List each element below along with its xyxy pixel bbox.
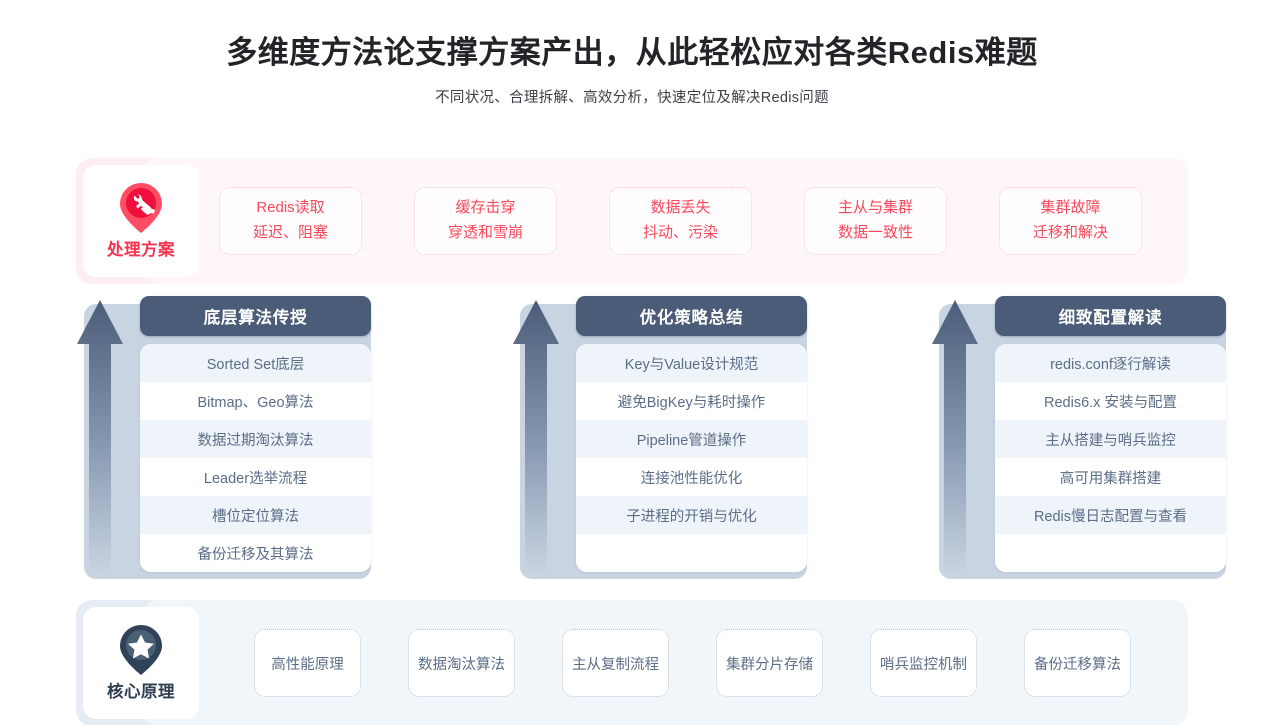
- solution-chip-row: Redis读取延迟、阻塞缓存击穿穿透和雪崩数据丢失抖动、污染主从与集群数据一致性…: [219, 158, 1264, 284]
- chip-line-2: 迁移和解决: [1032, 224, 1108, 241]
- solution-band: 处理方案 Redis读取延迟、阻塞缓存击穿穿透和雪崩数据丢失抖动、污染主从与集群…: [76, 158, 1188, 284]
- chip-line-1: 集群故障: [1040, 199, 1101, 217]
- column-row[interactable]: 避免BigKey与耗时操作: [576, 382, 807, 420]
- solution-chip-4[interactable]: 集群故障迁移和解决: [999, 187, 1142, 255]
- chip-line-2: 穿透和雪崩: [447, 224, 523, 241]
- up-arrow-icon: [76, 296, 124, 579]
- solution-chip-1[interactable]: 缓存击穿穿透和雪崩: [414, 187, 557, 255]
- page-subtitle: 不同状况、合理拆解、高效分析，快速定位及解决Redis问题: [435, 89, 829, 106]
- solution-chip-2[interactable]: 数据丢失抖动、污染: [609, 187, 752, 255]
- solution-badge-label: 处理方案: [107, 241, 175, 259]
- principle-band: 核心原理 高性能原理 数据淘汰算法 主从复制流程 集群分片存储 哨兵监控机制 备份迁移算法: [76, 600, 1188, 725]
- column-header: 底层算法传授: [140, 296, 371, 336]
- column-header: 优化策略总结: [576, 296, 807, 336]
- column-row[interactable]: 备份迁移及其算法: [140, 534, 371, 572]
- principle-badge-label: 核心原理: [107, 683, 175, 701]
- chip-line-1: 备份迁移算法: [1034, 656, 1121, 673]
- chip-line-1: 数据丢失: [650, 199, 711, 217]
- principle-chip-3[interactable]: 集群分片存储: [716, 629, 823, 697]
- up-arrow-icon: [512, 296, 560, 579]
- title-block: 多维度方法论支撑方案产出，从此轻松应对各类Redis难题 不同状况、合理拆解、高…: [0, 34, 1264, 107]
- principle-chip-4[interactable]: 哨兵监控机制: [870, 629, 977, 697]
- column-row-empty: [995, 534, 1226, 572]
- column-row[interactable]: Bitmap、Geo算法: [140, 382, 371, 420]
- principle-chip-0[interactable]: 高性能原理: [254, 629, 361, 697]
- chip-line-1: 高性能原理: [271, 656, 344, 673]
- principle-chip-1[interactable]: 数据淘汰算法: [408, 629, 515, 697]
- column-row[interactable]: 高可用集群搭建: [995, 458, 1226, 496]
- principle-chip-row: 高性能原理 数据淘汰算法 主从复制流程 集群分片存储 哨兵监控机制 备份迁移算法: [254, 600, 1264, 725]
- up-arrow-icon: [931, 296, 979, 579]
- principle-chip-2[interactable]: 主从复制流程: [562, 629, 669, 697]
- column-row[interactable]: 槽位定位算法: [140, 496, 371, 534]
- column-row[interactable]: 主从搭建与哨兵监控: [995, 420, 1226, 458]
- column-row[interactable]: Pipeline管道操作: [576, 420, 807, 458]
- column-row[interactable]: Leader选举流程: [140, 458, 371, 496]
- column-row[interactable]: 子进程的开销与优化: [576, 496, 807, 534]
- column-row[interactable]: Sorted Set底层: [140, 344, 371, 382]
- page-title: 多维度方法论支撑方案产出，从此轻松应对各类Redis难题: [226, 35, 1038, 70]
- chip-line-1: 缓存击穿: [455, 199, 516, 217]
- column-header: 细致配置解读: [995, 296, 1226, 336]
- column-row[interactable]: Redis慢日志配置与查看: [995, 496, 1226, 534]
- chip-line-1: 集群分片存储: [726, 656, 813, 673]
- star-pin-icon: [117, 624, 165, 676]
- solution-badge[interactable]: 处理方案: [83, 165, 199, 277]
- column-row-empty: [576, 534, 807, 572]
- principle-chip-5[interactable]: 备份迁移算法: [1024, 629, 1131, 697]
- chip-line-2: 抖动、污染: [642, 224, 718, 241]
- chip-line-1: Redis读取: [256, 199, 325, 217]
- principle-badge[interactable]: 核心原理: [83, 607, 199, 719]
- chip-line-2: 延迟、阻塞: [252, 224, 328, 241]
- chip-line-1: 主从复制流程: [572, 656, 659, 673]
- column-row[interactable]: Redis6.x 安装与配置: [995, 382, 1226, 420]
- tools-pin-icon: [117, 182, 165, 234]
- chip-line-1: 主从与集群: [837, 199, 913, 217]
- solution-chip-0[interactable]: Redis读取延迟、阻塞: [219, 187, 362, 255]
- chip-line-1: 哨兵监控机制: [880, 656, 967, 673]
- column-row[interactable]: 连接池性能优化: [576, 458, 807, 496]
- solution-chip-3[interactable]: 主从与集群数据一致性: [804, 187, 947, 255]
- chip-line-2: 数据一致性: [837, 224, 913, 241]
- column-row[interactable]: redis.conf逐行解读: [995, 344, 1226, 382]
- column-row[interactable]: 数据过期淘汰算法: [140, 420, 371, 458]
- column-row[interactable]: Key与Value设计规范: [576, 344, 807, 382]
- chip-line-1: 数据淘汰算法: [418, 656, 505, 673]
